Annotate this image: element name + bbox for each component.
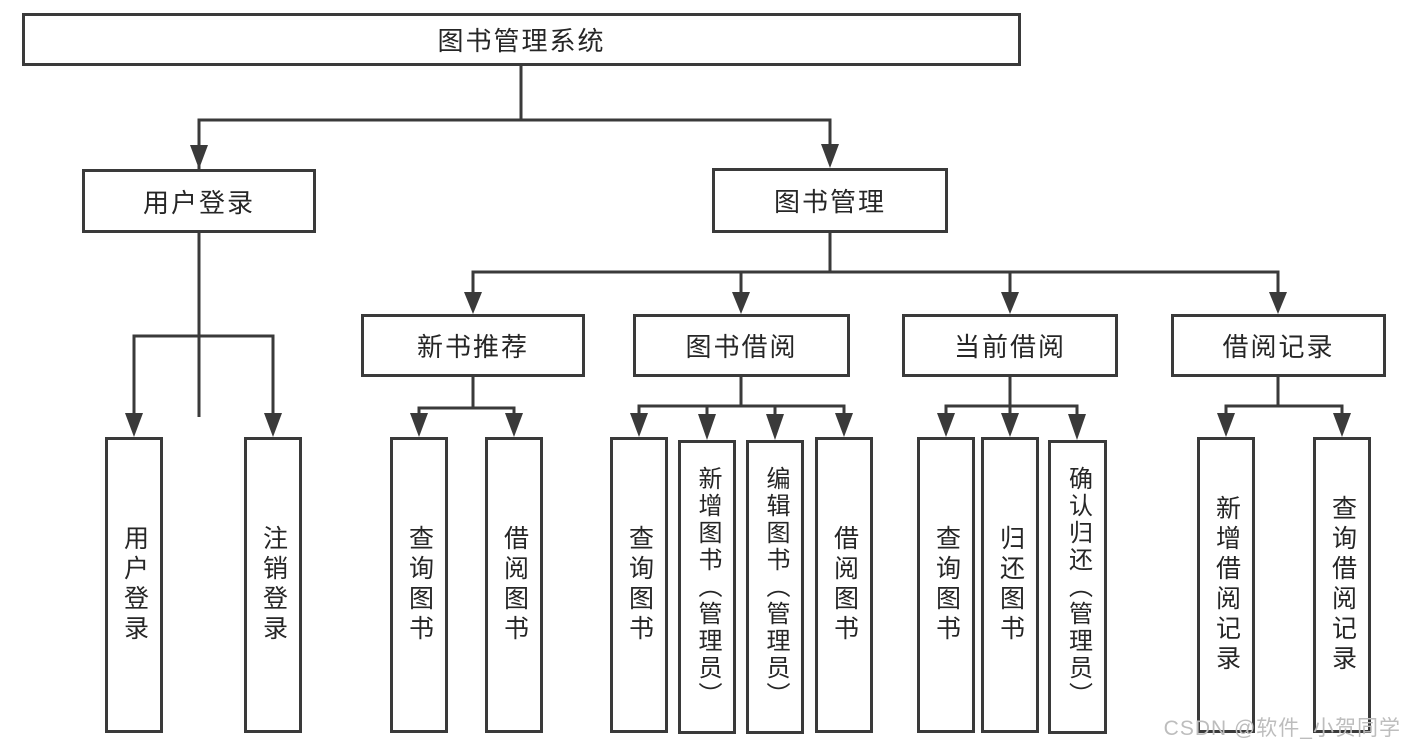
leaf-borrowing-edit-books-admin: 编辑图书（管理员） (746, 440, 804, 734)
leaf-borrowing-query-books-label: 查询图书 (625, 525, 654, 645)
leaf-borrowing-query-books: 查询图书 (610, 437, 668, 733)
leaf-logout-label: 注销登录 (259, 525, 288, 645)
node-root-system-label: 图书管理系统 (437, 26, 606, 56)
node-book-borrowing: 图书借阅 (633, 314, 850, 377)
edge-bookmgmt-to-level2 (471, 233, 1280, 297)
node-user-login-label: 用户登录 (142, 187, 255, 218)
leaf-records-add-borrow-record: 新增借阅记录 (1197, 437, 1255, 733)
node-new-book-recommend-label: 新书推荐 (416, 332, 529, 362)
node-user-login: 用户登录 (82, 169, 316, 233)
leaf-current-return-books: 归还图书 (981, 437, 1039, 733)
leaf-borrowing-borrow-books-label: 借阅图书 (830, 525, 859, 645)
leaf-borrowing-borrow-books: 借阅图书 (815, 437, 873, 733)
leaf-current-confirm-return-admin: 确认归还（管理员） (1048, 440, 1107, 734)
node-book-borrowing-label: 图书借阅 (685, 332, 798, 362)
leaf-records-add-borrow-record-label: 新增借阅记录 (1212, 495, 1241, 675)
node-new-book-recommend: 新书推荐 (361, 314, 585, 377)
leaf-logout: 注销登录 (244, 437, 302, 733)
edge-newrec-to-leaves (417, 377, 516, 420)
leaf-newrec-borrow-books-label: 借阅图书 (500, 525, 529, 645)
edge-current-to-leaves (944, 377, 1079, 420)
node-borrow-records-label: 借阅记录 (1222, 332, 1335, 362)
leaf-records-query-borrow-record-label: 查询借阅记录 (1328, 495, 1357, 675)
leaf-borrowing-add-books-admin-label: 新增图书（管理员） (694, 465, 721, 709)
edge-userlogin-to-leaves (132, 233, 275, 420)
leaf-newrec-query-books: 查询图书 (390, 437, 448, 733)
leaf-current-query-books: 查询图书 (917, 437, 975, 733)
node-root-system: 图书管理系统 (22, 13, 1021, 66)
leaf-borrowing-edit-books-admin-label: 编辑图书（管理员） (762, 465, 789, 709)
leaf-current-query-books-label: 查询图书 (932, 525, 961, 645)
node-current-borrowing: 当前借阅 (902, 314, 1118, 377)
node-book-management: 图书管理 (712, 168, 948, 233)
leaf-newrec-borrow-books: 借阅图书 (485, 437, 543, 733)
node-borrow-records: 借阅记录 (1171, 314, 1386, 377)
leaf-newrec-query-books-label: 查询图书 (405, 525, 434, 645)
edge-borrow-to-leaves (637, 377, 846, 420)
node-book-management-label: 图书管理 (773, 187, 886, 217)
leaf-records-query-borrow-record: 查询借阅记录 (1313, 437, 1371, 733)
node-current-borrowing-label: 当前借阅 (953, 332, 1066, 362)
leaf-current-confirm-return-admin-label: 确认归还（管理员） (1064, 465, 1092, 709)
leaf-user-login-label: 用户登录 (120, 525, 149, 645)
leaf-borrowing-add-books-admin: 新增图书（管理员） (678, 440, 736, 734)
leaf-current-return-books-label: 归还图书 (996, 525, 1025, 645)
csdn-watermark: CSDN @软件_小贺同学 (1163, 717, 1401, 740)
leaf-user-login: 用户登录 (105, 437, 163, 733)
edge-record-to-leaves (1224, 377, 1344, 420)
